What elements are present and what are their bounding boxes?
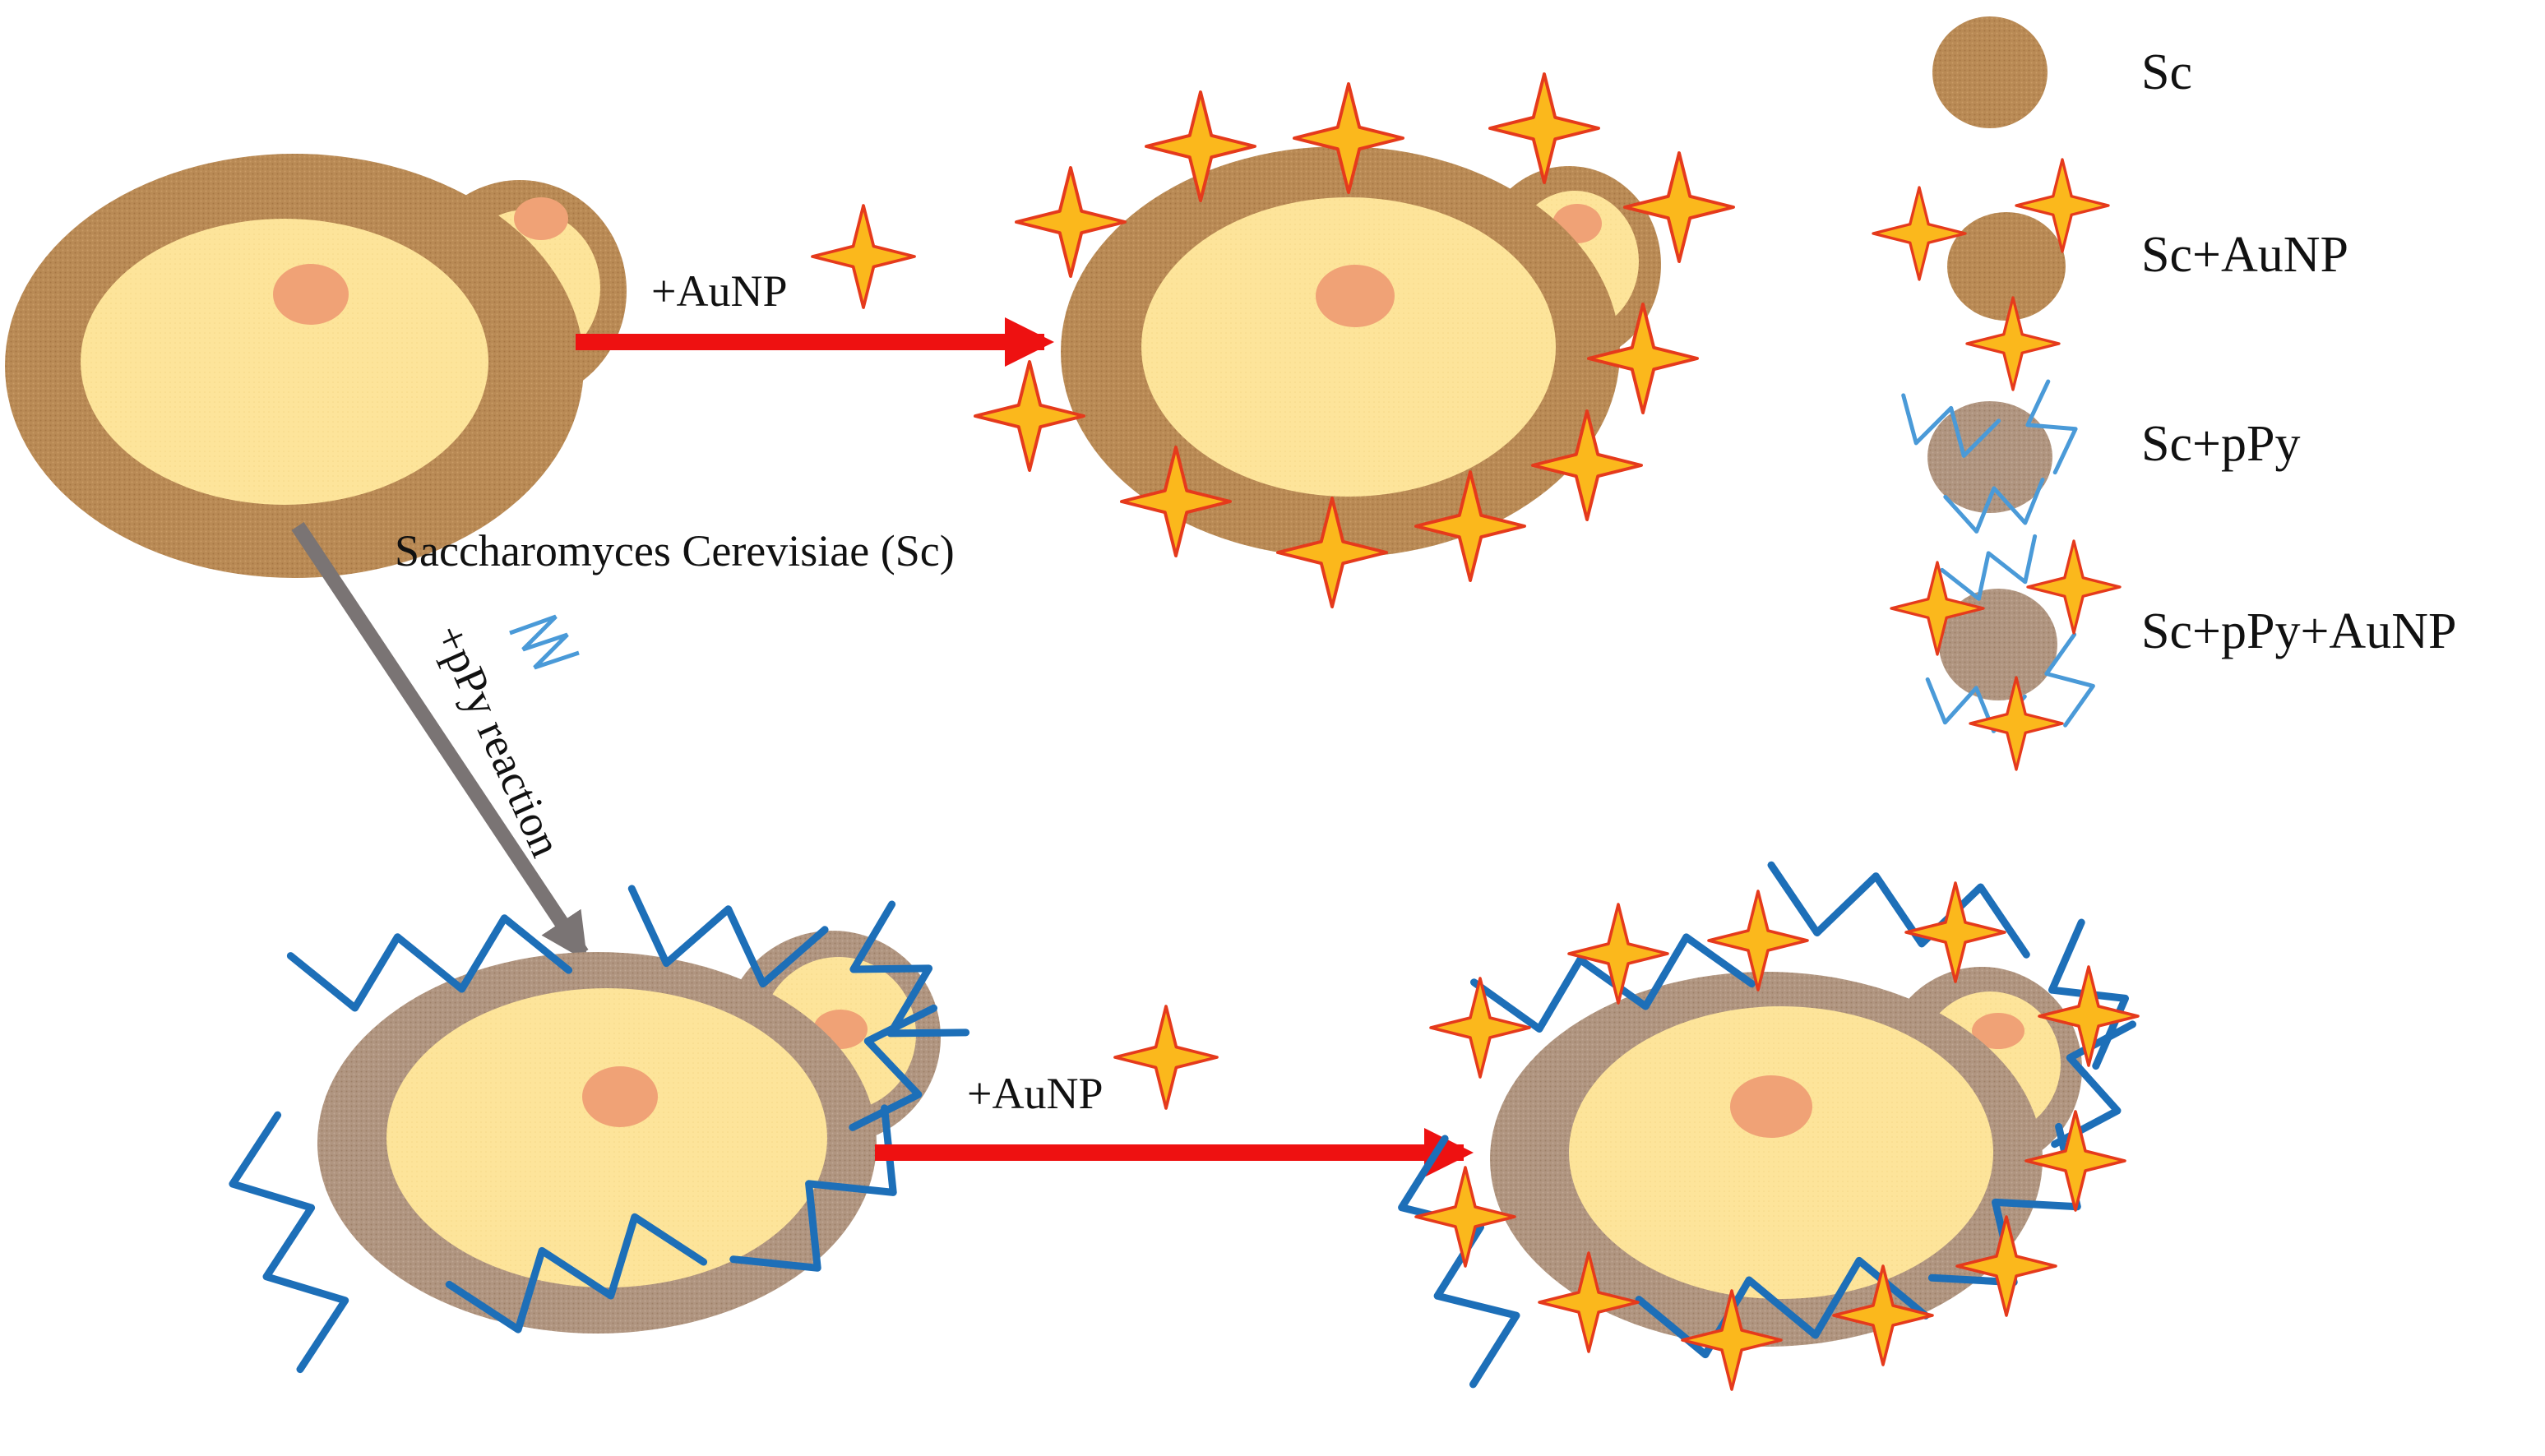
legend-item-sc-ppy: Sc+pPy bbox=[1901, 379, 2300, 534]
aunp-star-icon bbox=[811, 204, 916, 309]
aunp-star-icon bbox=[2015, 158, 2110, 253]
ppy-zigzag-icon bbox=[1901, 379, 2078, 534]
arrow-bottom-aunp: +AuNP bbox=[875, 1005, 1474, 1177]
legend-label-sc-ppy: Sc+pPy bbox=[2141, 416, 2300, 472]
arrow-ppy-reaction: +pPy reaction bbox=[291, 522, 589, 962]
ppy-strand bbox=[849, 900, 970, 1038]
ppy-strand bbox=[1940, 534, 2038, 601]
aunp-star-icon bbox=[1969, 676, 2064, 771]
aunp-star-icon bbox=[2024, 1110, 2126, 1212]
ppy-strand bbox=[849, 1004, 937, 1131]
ppy-strand bbox=[2051, 1020, 2136, 1149]
bud-nucleus bbox=[514, 197, 568, 240]
aunp-star-icon bbox=[1567, 903, 1669, 1005]
ppy-strand bbox=[445, 1213, 708, 1334]
aunp-star-icon bbox=[2038, 965, 2140, 1067]
yeast-cell-icon bbox=[1932, 16, 2048, 128]
ppy-strand bbox=[1635, 1256, 1930, 1359]
aunp-star-icon bbox=[1955, 1215, 2057, 1317]
aunp-star-icon bbox=[1113, 1005, 1219, 1110]
legend-label-sc-ppy-aunp: Sc+pPy+AuNP bbox=[2141, 603, 2456, 659]
arrow-bottom-label: +AuNP bbox=[967, 1069, 1103, 1118]
ppy-strand bbox=[729, 1104, 897, 1272]
aunp-star-icon bbox=[1707, 890, 1809, 991]
aunp-star-icon bbox=[1623, 151, 1735, 263]
aunp-star-icon bbox=[1538, 1251, 1640, 1353]
aunp-star-icon bbox=[1015, 166, 1127, 278]
ppy-strand bbox=[1943, 478, 2045, 534]
arrow-top-aunp: +AuNP bbox=[576, 204, 1054, 367]
aunp-star-icon bbox=[1890, 561, 1985, 656]
aunp-star-icon bbox=[1429, 977, 1531, 1079]
aunp-star-icon bbox=[974, 360, 1085, 472]
aunp-star-icon bbox=[811, 204, 916, 309]
aunp-star-icon bbox=[1681, 1289, 1783, 1391]
aunp-star-icon bbox=[1904, 881, 2006, 983]
aunp-star-icon bbox=[1531, 409, 1643, 521]
legend-label-sc: Sc bbox=[2141, 44, 2192, 100]
ppy-strand bbox=[2025, 379, 2078, 475]
aunp-star-icon bbox=[1120, 446, 1232, 557]
aunp-star-icon bbox=[1414, 470, 1526, 582]
cell-sc bbox=[5, 154, 627, 578]
cell-sc-aunp bbox=[974, 72, 1735, 608]
aunp-star-icon bbox=[1832, 1264, 1934, 1366]
aunp-star-icon bbox=[2026, 539, 2122, 635]
cell-sc-ppy-aunp bbox=[1398, 861, 2140, 1391]
aunp-star-icon bbox=[1145, 90, 1256, 202]
arrow-top-label: +AuNP bbox=[651, 266, 787, 316]
yeast-cell-icon bbox=[1947, 212, 2066, 321]
aunp-star-icon bbox=[1872, 158, 2110, 391]
aunp-star-icon bbox=[1113, 1005, 1219, 1110]
aunp-star-icon bbox=[1293, 82, 1404, 194]
aunp-particles bbox=[1414, 881, 2140, 1391]
nucleus bbox=[273, 264, 349, 325]
aunp-star-icon bbox=[1488, 72, 1600, 184]
legend-item-sc-ppy-aunp: Sc+pPy+AuNP bbox=[1890, 534, 2456, 771]
legend-item-sc-aunp: Sc+AuNP bbox=[1872, 158, 2348, 391]
aunp-star-icon bbox=[1890, 539, 2122, 771]
legend: Sc Sc+AuNP Sc+pPy Sc+pPy+AuNP bbox=[1872, 16, 2456, 771]
aunp-star-icon bbox=[1587, 303, 1699, 414]
ppy-zigzag-icon bbox=[509, 614, 580, 670]
ppy-strand bbox=[627, 885, 829, 988]
ppy-strand bbox=[2044, 632, 2095, 728]
ppy-strand bbox=[286, 914, 573, 1012]
yeast-cell-icon bbox=[1939, 589, 2057, 700]
ppy-strand bbox=[229, 1111, 349, 1374]
legend-label-sc-aunp: Sc+AuNP bbox=[2141, 227, 2348, 283]
ppy-strand bbox=[1901, 393, 2001, 458]
ppy-strand bbox=[1398, 1135, 1520, 1389]
legend-item-sc: Sc bbox=[1932, 16, 2192, 128]
aunp-star-icon bbox=[1965, 296, 2061, 391]
ppy-strand bbox=[1767, 861, 2030, 959]
aunp-star-icon bbox=[1872, 186, 1967, 281]
aunp-particles bbox=[974, 72, 1735, 608]
aunp-star-icon bbox=[1414, 1166, 1516, 1268]
sc-full-name-label: Saccharomyces Cerevisiae (Sc) bbox=[395, 526, 955, 575]
aunp-star-icon bbox=[1276, 497, 1388, 608]
cell-sc-ppy bbox=[229, 885, 970, 1374]
ppy-strands bbox=[229, 885, 970, 1374]
